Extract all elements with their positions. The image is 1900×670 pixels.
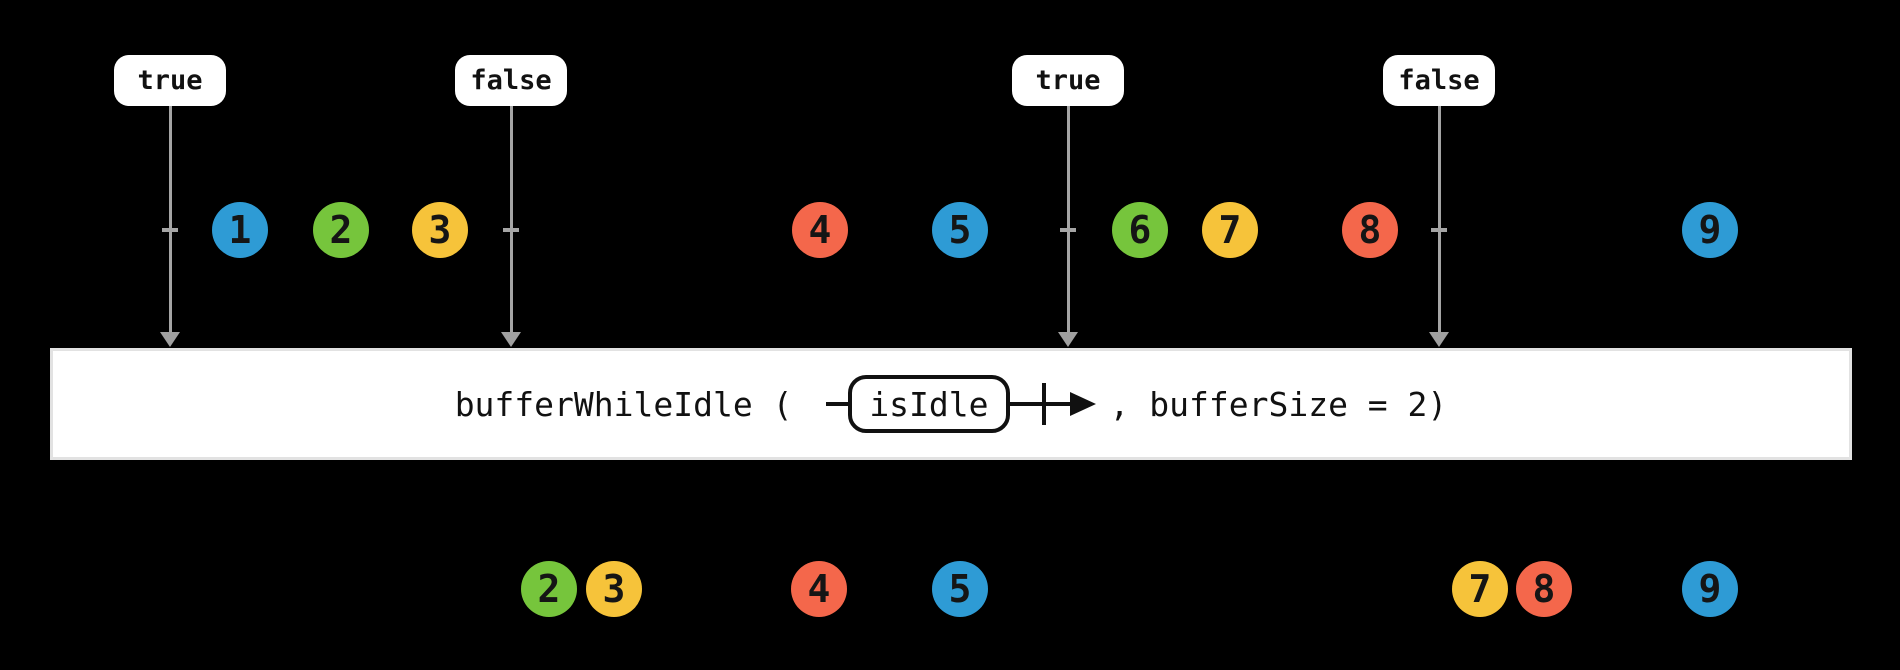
isidle-stream-box: isIdle (848, 375, 1010, 433)
output-marble-8: 8 (1516, 561, 1572, 617)
stream-lead-line (826, 402, 849, 406)
condition-arrow-head-icon (501, 332, 521, 347)
input-marble-7: 7 (1202, 202, 1258, 258)
input-marble-8: 8 (1342, 202, 1398, 258)
timeline-tick (1060, 228, 1076, 232)
input-marble-2: 2 (313, 202, 369, 258)
output-marble-4: 4 (791, 561, 847, 617)
output-marble-7: 7 (1452, 561, 1508, 617)
condition-arrow-line (1066, 106, 1070, 333)
input-marble-6: 6 (1112, 202, 1168, 258)
condition-arrow-line (509, 106, 513, 333)
output-marble-5: 5 (932, 561, 988, 617)
timeline-tick (1431, 228, 1447, 232)
input-marble-3: 3 (412, 202, 468, 258)
condition-label-true: true (114, 55, 226, 106)
output-marble-9: 9 (1682, 561, 1738, 617)
output-marble-3: 3 (586, 561, 642, 617)
condition-arrow-head-icon (160, 332, 180, 347)
condition-arrow-head-icon (1429, 332, 1449, 347)
input-marble-1: 1 (212, 202, 268, 258)
operator-box: bufferWhileIdle ( isIdle , bufferSize = … (50, 348, 1852, 460)
condition-label-true: true (1012, 55, 1124, 106)
condition-label-false: false (455, 55, 567, 106)
condition-arrow-line (168, 106, 172, 333)
condition-arrow-head-icon (1058, 332, 1078, 347)
output-marble-2: 2 (521, 561, 577, 617)
input-marble-4: 4 (792, 202, 848, 258)
timeline-tick (503, 228, 519, 232)
operator-text-before: bufferWhileIdle ( (454, 384, 813, 424)
operator-text-after: , bufferSize = 2) (1109, 384, 1448, 424)
timeline-tick (162, 228, 178, 232)
input-marble-5: 5 (932, 202, 988, 258)
stream-arrow-icon (1009, 383, 1096, 425)
condition-label-false: false (1383, 55, 1495, 106)
input-marble-9: 9 (1682, 202, 1738, 258)
condition-arrow-line (1437, 106, 1441, 333)
